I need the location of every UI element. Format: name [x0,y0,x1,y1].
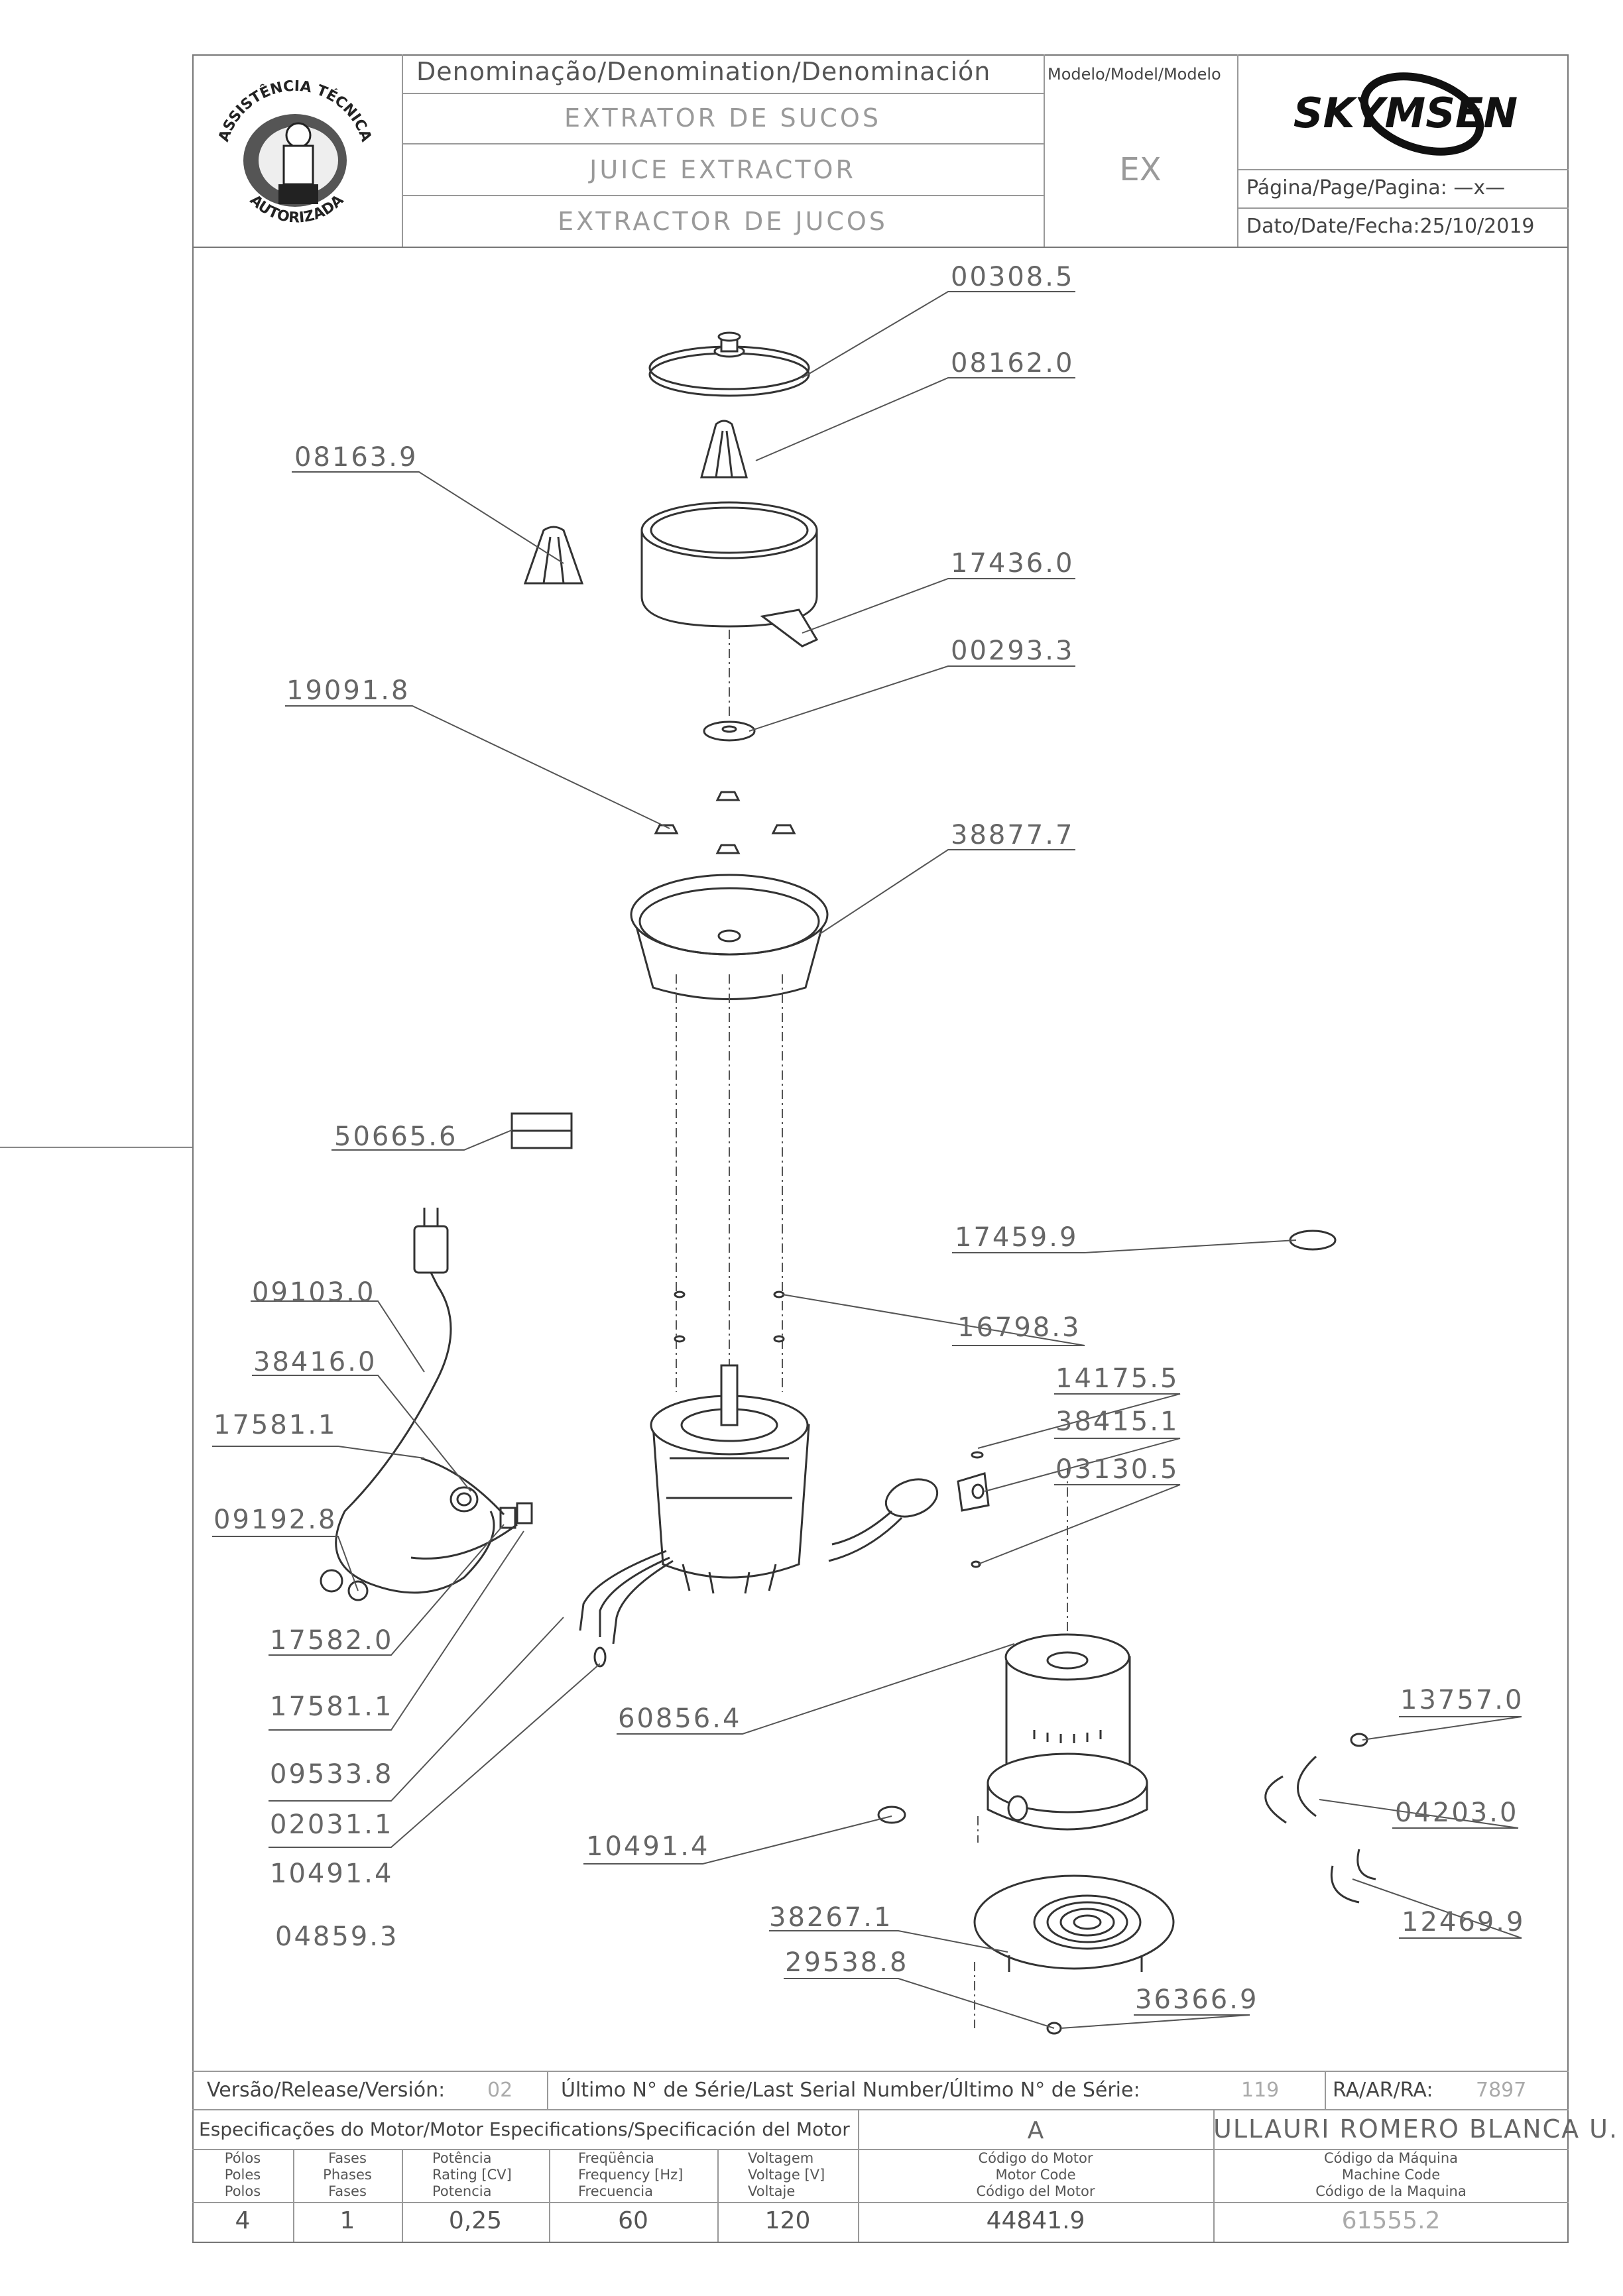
spec-value-frequency: 60 [618,2207,648,2234]
part-number-label: 19091.8 [286,675,410,706]
cable-clamp [957,1451,990,1568]
part-number-label: 08163.9 [294,442,418,473]
spec-value-voltage: 120 [764,2207,811,2234]
part-number-label: 08162.0 [951,348,1075,378]
spec-head-poles: Pólos Poles Polos [224,2150,261,2199]
part-number-label: 60856.4 [618,1703,742,1734]
part-number-label: 09192.8 [213,1505,337,1535]
part-number-label: 00293.3 [951,636,1075,666]
ra-value: 7897 [1476,2079,1527,2102]
part-number-label: 38267.1 [769,1902,893,1933]
part-number-label: 29538.8 [785,1947,909,1978]
part-number-label: 17459.9 [955,1222,1079,1253]
serial-value: 119 [1241,2079,1280,2102]
leader-lines [212,291,1522,2029]
spec-head-motor-code: Código do Motor Motor Code Código del Mo… [976,2150,1095,2199]
margin-line [0,1147,192,1148]
part-number-label: 38415.1 [1055,1406,1179,1437]
part-number-label: 00308.5 [951,262,1075,292]
part-number-label: 03130.5 [1055,1454,1179,1485]
brand-badge [1289,1230,1337,1251]
grille-plate [973,1874,1175,1970]
skymsen-logo: SKYMSEN [1293,72,1518,156]
reamer-cone-small [700,420,748,479]
date-field: Dato/Date/Fecha:25/10/2019 [1246,215,1535,238]
part-number-label: 04859.3 [275,1922,399,1952]
part-number-label: 50665.6 [334,1121,458,1152]
spec-value-phases: 1 [339,2207,355,2234]
switch-grommet [410,1457,533,1560]
denomination-label: Denominação/Denomination/Denominación [416,57,991,86]
nuts [654,791,796,854]
part-number-label: 04203.0 [1395,1798,1519,1828]
part-number-label: 13757.0 [1400,1685,1524,1715]
motor-revision: A [1027,2117,1044,2144]
base-tray [630,874,829,1000]
owner-name: ULLAURI ROMERO BLANCA U. [1213,2114,1619,2144]
spec-head-voltage: Voltagem Voltage [V] Voltaje [748,2150,825,2199]
spec-head-phases: Fases Phases Fases [323,2150,372,2199]
serial-label: Último N° de Série/Last Serial Number/Úl… [561,2079,1140,2102]
spec-value-machine-code: 61555.2 [1341,2207,1441,2234]
motor [650,1364,810,1594]
part-number-label: 17581.1 [213,1410,337,1440]
motor-spec-label: Especificações do Motor/Motor Especifica… [199,2118,850,2140]
ra-label: RA/AR/RA: [1333,2079,1433,2102]
washer [703,720,756,742]
release-value: 02 [487,2079,513,2102]
product-name-en: JUICE EXTRACTOR [589,155,856,184]
warning-label [511,1112,573,1149]
drawing-frame [192,54,1569,2243]
spec-head-frequency: Freqüência Frequency [Hz] Frecuencia [578,2150,684,2199]
capacitor [828,1478,939,1562]
part-number-label: 36366.9 [1135,1984,1259,2015]
part-number-label: 10491.4 [270,1859,394,1889]
part-number-label: 38877.7 [951,820,1075,850]
spec-value-rating: 0,25 [448,2207,503,2234]
knobs [320,1569,369,1601]
part-number-label: 38416.0 [253,1347,377,1377]
spec-value-motor-code: 44841.9 [986,2207,1085,2234]
spec-head-machine-code: Código da Máquina Machine Code Código de… [1315,2150,1467,2199]
snap-rings [1264,1733,1376,1904]
part-number-label: 17582.0 [270,1625,394,1656]
part-number-label: 09533.8 [270,1759,394,1790]
juice-bowl [640,501,819,648]
part-number-label: 16798.3 [957,1312,1081,1343]
page-field: Página/Page/Pagina: —x— [1246,176,1506,200]
part-number-label: 17581.1 [270,1692,394,1722]
part-number-label: 14175.5 [1055,1363,1179,1394]
part-number-label: 12469.9 [1402,1907,1526,1937]
motor-cover [987,1633,1148,1831]
release-label: Versão/Release/Versión: [207,2079,446,2102]
part-number-label: 10491.4 [586,1831,710,1862]
reamer-cone-large [523,526,584,585]
spec-head-rating: Potência Rating [CV] Potencia [432,2150,512,2199]
part-number-label: 09103.0 [252,1277,376,1308]
svg-text:SKYMSEN: SKYMSEN [1293,89,1518,137]
spec-value-poles: 4 [235,2207,251,2234]
part-number-label: 02031.1 [270,1809,394,1840]
model-label: Modelo/Model/Modelo [1048,65,1221,84]
label-tag [877,1806,906,1824]
product-name-pt: EXTRATOR DE SUCOS [564,103,881,133]
lid [648,331,810,397]
part-number-label: 17436.0 [951,548,1075,579]
model-code: EX [1119,151,1162,188]
power-cord [335,1208,495,1594]
product-name-es: EXTRACTOR DE JUCOS [558,207,888,236]
authorized-service-seal: ASSISTÊNCIA TÉCNICA AUTORIZADA [215,78,375,227]
